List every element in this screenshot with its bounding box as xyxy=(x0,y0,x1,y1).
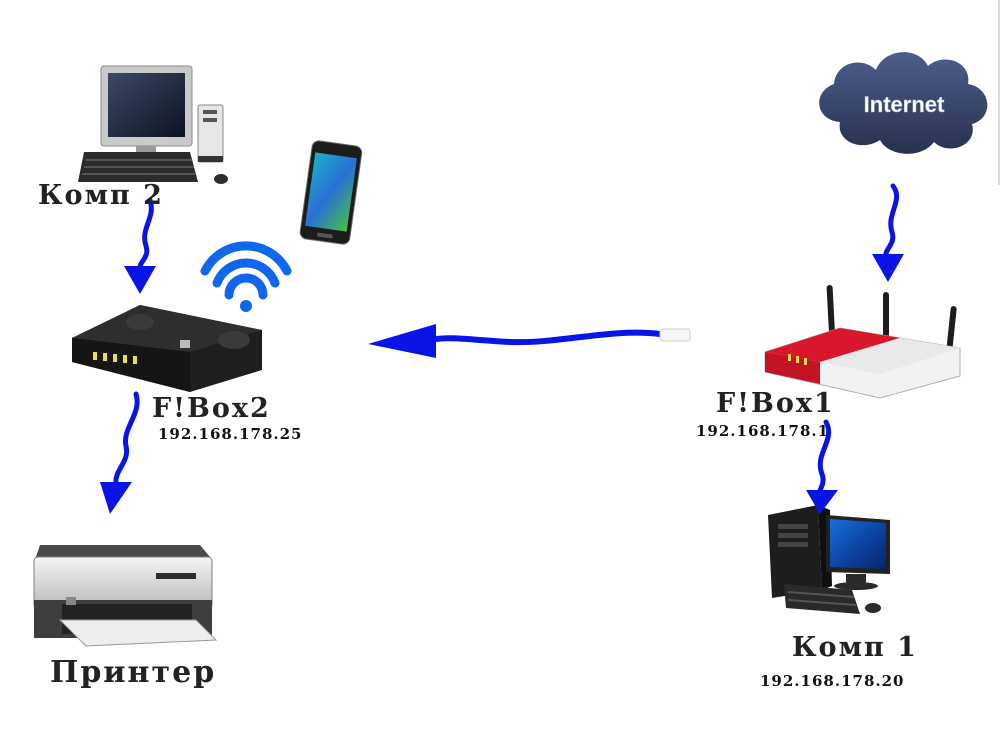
comp1-label: Комп 1 xyxy=(792,632,918,663)
arrowhead-fbox1 xyxy=(872,254,904,282)
arrowhead-fbox2-left xyxy=(368,324,436,358)
printer-icon xyxy=(33,545,218,647)
arrow-fbox1-to-comp1 xyxy=(817,419,832,497)
fbox2-label: F!Box2 xyxy=(152,393,271,424)
smartphone-icon xyxy=(299,140,363,245)
comp1-ip: 192.168.178.20 xyxy=(760,672,905,690)
arrow-heads xyxy=(100,254,904,514)
connection-arrows xyxy=(113,183,900,497)
fbox1-label: F!Box1 xyxy=(716,388,835,419)
printer-label: Принтер xyxy=(50,655,217,690)
arrow-fbox1-to-fbox2 xyxy=(427,329,663,346)
arrow-fbox2-to-printer xyxy=(113,391,140,487)
arrowhead-printer xyxy=(100,482,132,514)
comp2-desktop-icon xyxy=(78,65,228,184)
arrow-internet-to-fbox1 xyxy=(883,183,900,259)
fbox2-ip: 192.168.178.25 xyxy=(158,425,303,443)
arrowhead-fbox2 xyxy=(124,266,156,294)
cable-plug xyxy=(659,328,691,342)
comp2-label: Комп 2 xyxy=(38,180,164,211)
arrow-comp2-to-fbox2 xyxy=(137,197,154,273)
comp1-desktop-icon xyxy=(768,505,890,614)
fbox2-router-icon xyxy=(72,305,262,392)
arrowhead-comp1 xyxy=(806,490,838,514)
edge-divider xyxy=(998,0,1000,185)
internet-cloud-icon: Internet xyxy=(819,52,988,154)
fbox1-ip: 192.168.178.1 xyxy=(696,422,830,440)
internet-label: Internet xyxy=(864,92,945,117)
fbox1-router-icon xyxy=(764,285,961,399)
wifi-icon xyxy=(200,241,292,312)
